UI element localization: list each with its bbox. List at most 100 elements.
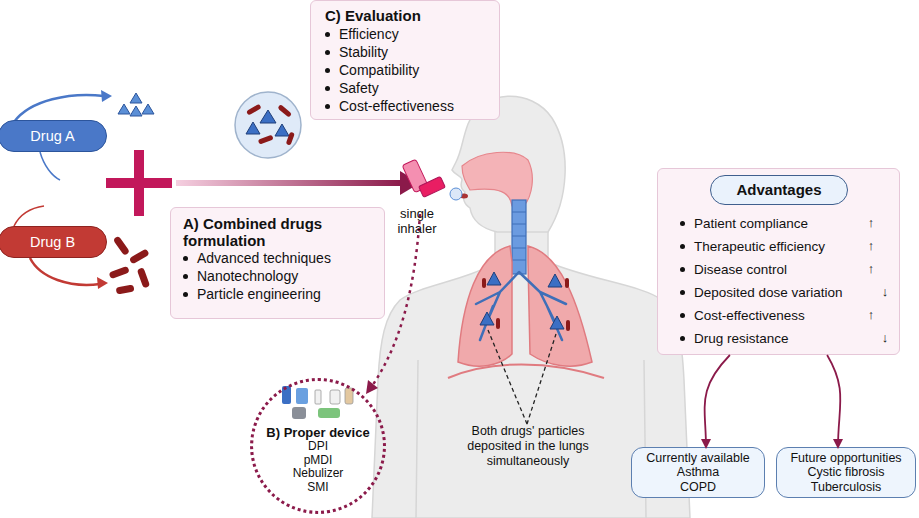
drug-pill: Drug B bbox=[0, 226, 107, 258]
drug-pill: Drug A bbox=[0, 120, 107, 152]
node-text: Cystic fibrosis bbox=[807, 465, 884, 480]
bullet-row: Cost-effectiveness bbox=[680, 304, 889, 327]
drug-b-particle bbox=[246, 104, 261, 116]
device-icon bbox=[296, 388, 308, 404]
bullet-row: Stability bbox=[325, 43, 485, 61]
bronchial-tree bbox=[476, 272, 566, 340]
bullet-text: Particle engineering bbox=[197, 285, 321, 303]
drug-a-particle bbox=[142, 104, 154, 114]
bullet-text: Disease control bbox=[694, 258, 787, 281]
left-lung bbox=[458, 246, 512, 366]
bullet-row: Efficiency bbox=[325, 25, 485, 43]
trend-arrow: ↑ bbox=[864, 211, 878, 234]
formulation-box: A) Combined drugs formulationAdvanced te… bbox=[170, 207, 385, 319]
particle-mix bbox=[235, 92, 301, 158]
bullet-row: Patient compliance bbox=[680, 212, 889, 235]
bullet-dot bbox=[680, 244, 685, 249]
node-text: Drug B bbox=[30, 234, 75, 251]
arm-line bbox=[416, 360, 646, 518]
device-icon bbox=[318, 408, 340, 418]
deposition-note: Both drugs' particles deposited in the l… bbox=[467, 424, 589, 469]
node-text: SMI bbox=[307, 481, 328, 495]
trend-arrow: ↓ bbox=[878, 280, 892, 303]
trachea-rings bbox=[512, 212, 526, 260]
bullet-row: Safety bbox=[325, 79, 485, 97]
bullet-text: Stability bbox=[339, 43, 388, 61]
bullet-dot bbox=[325, 32, 330, 37]
advantages-box: Patient complianceTherapeutic efficiency… bbox=[657, 168, 900, 355]
bullet-dot bbox=[183, 292, 188, 297]
bullet-dot bbox=[325, 104, 330, 109]
trend-arrow: ↑ bbox=[864, 257, 878, 280]
bullet-dot bbox=[325, 68, 330, 73]
node-text: Drug A bbox=[30, 128, 74, 145]
drug-a-particle bbox=[480, 312, 494, 325]
combine-arrow bbox=[176, 180, 402, 186]
device-icon bbox=[345, 388, 353, 404]
right-lung bbox=[528, 246, 592, 366]
drug-a-particle bbox=[118, 104, 130, 114]
device-icon bbox=[292, 407, 306, 419]
inhaler bbox=[402, 153, 445, 200]
application-box: Currently availableAsthmaCOPD bbox=[631, 447, 765, 498]
trend-arrow: ↓ bbox=[878, 326, 892, 349]
bullet-row: Compatibility bbox=[325, 61, 485, 79]
bullet-dot bbox=[183, 274, 188, 279]
device-icon bbox=[315, 390, 321, 404]
drug-b-particle bbox=[137, 267, 150, 288]
bullet-text: Compatibility bbox=[339, 61, 419, 79]
device-circle: B) Proper deviceDPIpMDINebulizerSMI bbox=[250, 378, 386, 514]
device-icon bbox=[282, 386, 291, 404]
drug-b-particle bbox=[496, 318, 500, 329]
bullet-text: Nanotechnology bbox=[197, 267, 298, 285]
arrowhead bbox=[366, 380, 378, 394]
device-label: single inhaler bbox=[386, 206, 448, 236]
bullet-dot bbox=[680, 313, 685, 318]
bullet-text: Patient compliance bbox=[694, 212, 808, 235]
leader-line bbox=[488, 330, 556, 424]
drug-a-curve bbox=[40, 152, 60, 180]
drug-b-particle bbox=[129, 248, 150, 264]
trachea bbox=[512, 200, 526, 274]
trend-arrow: ↑ bbox=[864, 234, 878, 257]
drug-a-particle bbox=[260, 110, 276, 123]
diaphragm bbox=[448, 365, 604, 379]
drug-a-particle bbox=[487, 272, 501, 285]
drug-a-particle bbox=[130, 93, 142, 103]
drug-a-particle bbox=[130, 106, 142, 116]
bullet-row: Cost-effectiveness bbox=[325, 97, 485, 115]
bullet-dot bbox=[183, 256, 188, 261]
bullet-dot bbox=[325, 86, 330, 91]
bullet-row: Deposited dose variation bbox=[680, 281, 889, 304]
bullet-dot bbox=[680, 267, 685, 272]
device-icon bbox=[330, 390, 340, 404]
inhaler-mouthpiece bbox=[419, 176, 446, 197]
bullet-text: Advanced techniques bbox=[197, 249, 331, 267]
evaluation-box: C) EvaluationEfficiencyStabilityCompatib… bbox=[310, 0, 500, 120]
drug-b-particle bbox=[566, 320, 570, 331]
drug-b-particle bbox=[116, 284, 135, 294]
node-text: COPD bbox=[680, 480, 716, 495]
bullet-dot bbox=[680, 221, 685, 226]
drug-b-particle bbox=[565, 278, 569, 288]
drug-a-arrow bbox=[14, 95, 104, 122]
advantages-heading: Advantages bbox=[710, 175, 848, 205]
drug-b-particle bbox=[286, 132, 295, 146]
trend-arrow: ↑ bbox=[864, 303, 878, 326]
node-text: Tuberculosis bbox=[811, 480, 881, 495]
drug-b-particle bbox=[258, 135, 274, 145]
bullet-dot bbox=[680, 336, 685, 341]
drug-b-particle bbox=[113, 236, 130, 256]
drug-b-particle bbox=[482, 278, 486, 288]
bullet-text: Cost-effectiveness bbox=[694, 304, 805, 327]
bullet-dot bbox=[325, 50, 330, 55]
drug-b-particle bbox=[277, 104, 292, 117]
nasal-cavity bbox=[462, 152, 532, 206]
drug-a-particle bbox=[275, 124, 289, 136]
node-text: DPI bbox=[308, 440, 328, 454]
bullet-text: Drug resistance bbox=[694, 327, 789, 350]
drug-b-particle bbox=[109, 266, 130, 279]
arrowhead bbox=[97, 277, 108, 289]
